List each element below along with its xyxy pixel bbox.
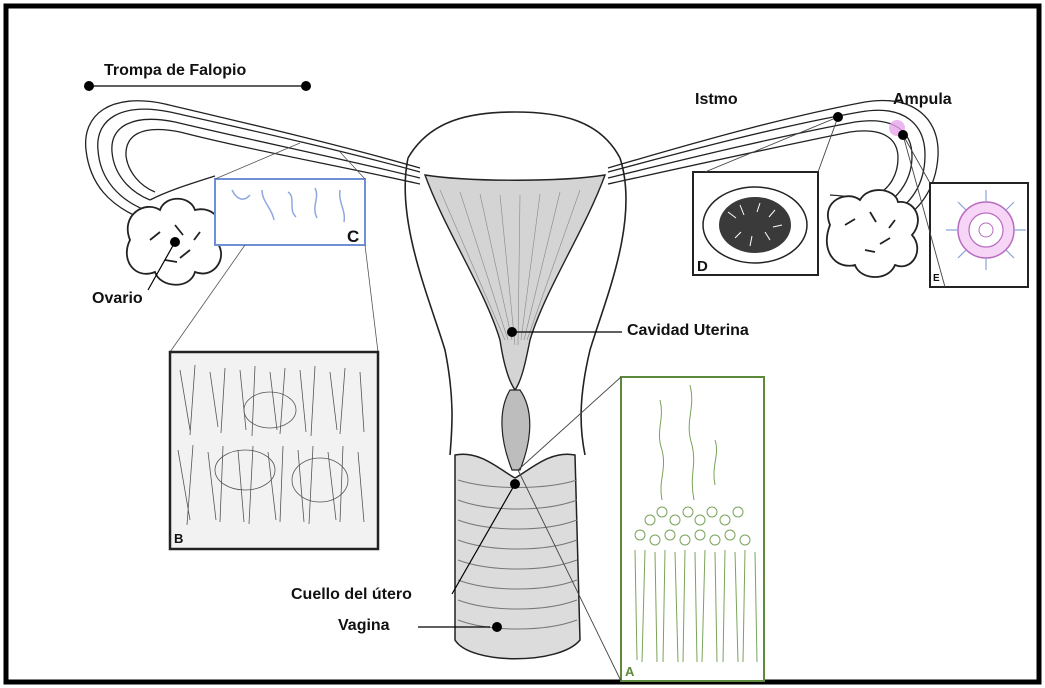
inset-b: [170, 352, 378, 549]
fallopian-tube-label: Trompa de Falopio: [104, 62, 246, 80]
inset-a: [621, 377, 764, 681]
inset-d: [693, 172, 818, 275]
uterine-cavity-label: Cavidad Uterina: [627, 322, 749, 340]
right-ovary: [827, 190, 918, 277]
isthmus-label: Istmo: [695, 91, 738, 109]
inset-c-letter: C: [347, 227, 359, 247]
inset-c: [215, 179, 365, 245]
cervix-label: Cuello del útero: [291, 586, 412, 604]
inset-a-letter: A: [625, 664, 634, 679]
inset-b-letter: B: [174, 531, 183, 546]
ovary-label: Ovario: [92, 290, 143, 308]
vagina-label: Vagina: [338, 617, 390, 635]
inset-e: [930, 183, 1028, 287]
inset-d-letter: D: [697, 258, 708, 275]
inset-e-letter: E: [933, 273, 940, 284]
ampulla-label: Ampula: [893, 91, 952, 109]
